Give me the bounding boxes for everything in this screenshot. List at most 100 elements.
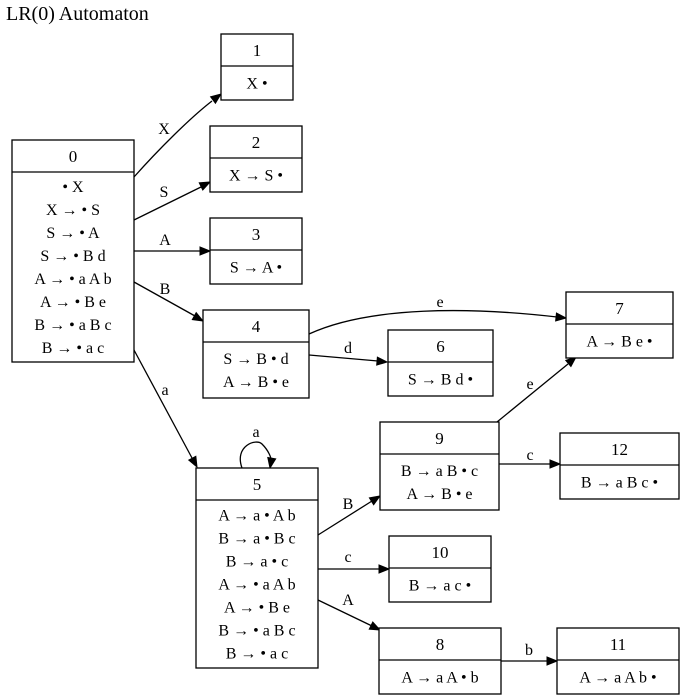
transition-4-to-6: d: [308, 340, 389, 366]
state-11: 11 A → a A b •: [556, 627, 680, 695]
state-number: 4: [252, 317, 261, 336]
arrowhead: [378, 564, 391, 574]
lr-item: A → a A b •: [579, 670, 656, 687]
lr-item: B → a • B c: [218, 531, 295, 548]
transition-5-to-5: a: [239, 424, 277, 470]
transition-line: [239, 441, 272, 469]
transition-symbol: e: [436, 294, 443, 311]
arrowhead: [549, 459, 562, 469]
lr-item: B → a • c: [226, 554, 288, 571]
state-number: 12: [611, 440, 628, 459]
state-box: [565, 291, 674, 359]
state-number: 3: [252, 225, 261, 244]
transition-symbol: A: [342, 592, 354, 609]
state-box: [556, 627, 680, 695]
lr-item: A → a A • b: [401, 670, 478, 687]
state-0: 0• XX → • SS → • AS → • B dA → • a A bA …: [11, 139, 135, 363]
lr-item: B → • a c: [42, 340, 104, 357]
state-number: 2: [252, 133, 261, 152]
transition-symbol: B: [343, 496, 354, 513]
transition-9-to-7: e: [496, 356, 578, 423]
transition-5-to-10: c: [318, 549, 391, 574]
transition-9-to-12: c: [499, 447, 562, 469]
state-box: [11, 139, 135, 363]
state-number: 5: [253, 475, 262, 494]
state-number: 1: [253, 41, 262, 60]
transition-symbol: B: [160, 281, 171, 298]
lr-item: B → a B c •: [581, 475, 658, 492]
state-10: 10B → a c •: [388, 535, 492, 603]
lr-item: A → B • e: [406, 486, 472, 503]
state-box: [559, 432, 680, 500]
arrowhead: [191, 311, 205, 322]
arrowhead: [376, 356, 389, 366]
state-box: [209, 217, 303, 285]
transition-symbol: c: [344, 549, 351, 566]
lr-item: • X: [62, 179, 84, 196]
transition-symbol: S: [160, 184, 169, 201]
arrowhead: [209, 93, 223, 105]
lr-item: A → B e •: [586, 334, 652, 351]
state-12: 12 B → a B c •: [559, 432, 680, 500]
lr-item: B → a c •: [409, 578, 471, 595]
state-box: [220, 33, 294, 101]
lr-item: B → • a B c: [34, 317, 111, 334]
arrowhead: [368, 495, 382, 506]
state-5: 5 A → a • A b B → a • B c B → a • c A → • a …: [195, 467, 319, 669]
lr-item: A → • a A b: [218, 577, 295, 594]
transition-symbol: e: [526, 376, 533, 393]
transition-0-to-5: a: [133, 349, 198, 469]
lr-item: A → • B e: [224, 600, 290, 617]
arrowhead: [198, 181, 212, 191]
lr-item: X •: [246, 76, 267, 93]
lr-item: B → • a B c: [218, 623, 295, 640]
arrowhead: [555, 312, 568, 322]
lr-item: B → • a c: [226, 646, 288, 663]
state-number: 0: [69, 147, 78, 166]
state-7: 7A → B e •: [565, 291, 674, 359]
state-number: 9: [435, 429, 444, 448]
state-box: [388, 535, 492, 603]
state-number: 6: [436, 337, 445, 356]
state-box: [379, 421, 500, 511]
state-nodes: 0• XX → • SS → • AS → • B dA → • a A bA …: [11, 33, 680, 695]
state-box: [209, 125, 303, 193]
state-box: [202, 309, 310, 399]
state-9: 9 B → a B • c A → B • e: [379, 421, 500, 511]
lr-item: A → • a A b: [34, 271, 111, 288]
arrowhead: [187, 455, 198, 469]
state-number: 8: [436, 635, 445, 654]
state-6: 6 S → B d •: [387, 329, 494, 397]
transition-symbol: c: [526, 447, 533, 464]
arrowhead: [199, 246, 212, 256]
lr-item: B → a B • c: [401, 463, 478, 480]
transition-0-to-1: X: [133, 93, 223, 178]
lr-item: A → B • e: [223, 374, 289, 391]
lr-item: X → S •: [229, 168, 283, 185]
transition-symbol: X: [158, 121, 170, 138]
transition-0-to-2: S: [133, 181, 212, 221]
state-box: [378, 627, 502, 695]
transition-symbol: a: [252, 424, 259, 441]
transition-line: [133, 281, 196, 317]
arrowhead: [546, 656, 559, 666]
transition-symbol: a: [161, 382, 168, 399]
state-number: 11: [610, 635, 626, 654]
state-3: 3S → A •: [209, 217, 303, 285]
lr-item: X → • S: [46, 202, 100, 219]
transition-symbol: d: [344, 340, 352, 357]
state-box: [387, 329, 494, 397]
transition-line: [496, 363, 569, 423]
state-1: 1 X •: [220, 33, 294, 101]
arrowhead: [564, 356, 578, 368]
transition-line: [133, 100, 213, 178]
transition-symbol: b: [525, 642, 533, 659]
arrowhead: [368, 621, 382, 631]
lr-item: S → B • d: [223, 351, 288, 368]
lr-item: A → a • A b: [218, 508, 295, 525]
arrowhead: [267, 456, 277, 470]
lr-item: S → B d •: [408, 372, 473, 389]
transition-line: [133, 186, 202, 221]
